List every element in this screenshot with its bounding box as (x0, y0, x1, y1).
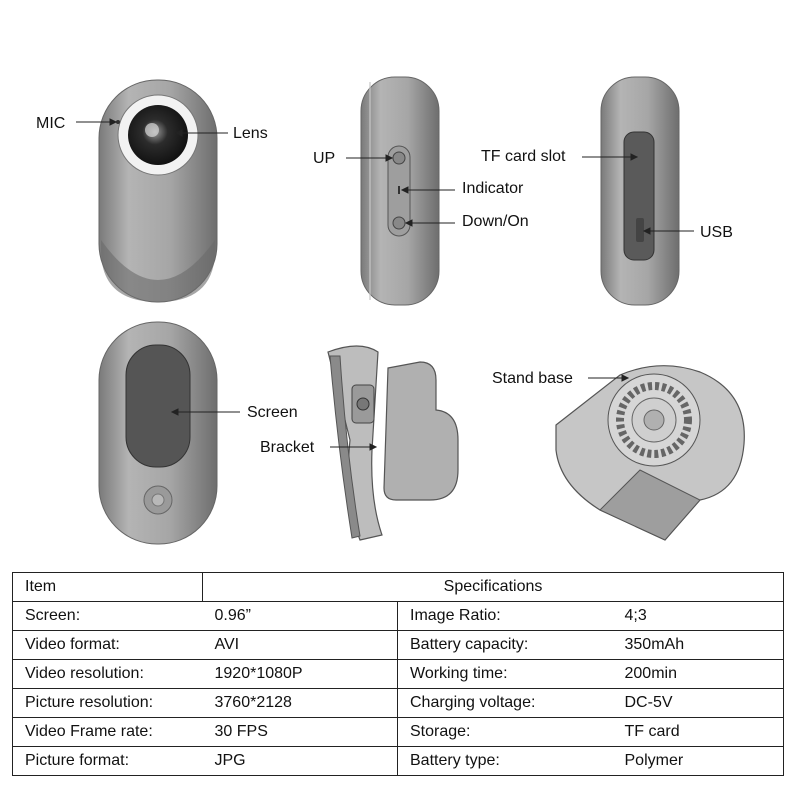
table-row: Video resolution: 1920*1080P Working tim… (12, 659, 785, 689)
spec-label: Storage: (397, 717, 613, 747)
spec-label: Video Frame rate: (12, 717, 203, 747)
header-item: Item (12, 572, 203, 602)
callout-bracket: Bracket (260, 439, 315, 456)
product-diagram: MIC Lens UP Indicator Down/On TF card sl… (36, 76, 745, 545)
spec-label: Image Ratio: (397, 601, 613, 631)
callout-indicator: Indicator (462, 180, 524, 197)
up-button-icon (392, 151, 406, 165)
spec-value: 30 FPS (202, 717, 398, 747)
table-row: Screen: 0.96” Image Ratio: 4;3 (12, 601, 785, 631)
spec-label: Charging voltage: (397, 688, 613, 718)
spec-value: 200min (612, 659, 785, 689)
callout-lens: Lens (233, 125, 268, 142)
spec-value: JPG (202, 746, 398, 776)
usb-port (636, 218, 644, 242)
table-row: Picture resolution: 3760*2128 Charging v… (12, 688, 785, 718)
table-row: Picture format: JPG Battery type: Polyme… (12, 746, 785, 776)
spec-value: 350mAh (612, 630, 785, 660)
specifications-table: Item Specifications Screen: 0.96” Image … (12, 572, 785, 776)
mic-hole (116, 120, 120, 124)
callout-stand-base: Stand base (492, 370, 573, 387)
spec-label: Video resolution: (12, 659, 203, 689)
spec-value: TF card (612, 717, 785, 747)
spec-value: AVI (202, 630, 398, 660)
spec-value: 4;3 (612, 601, 785, 631)
spec-label: Picture resolution: (12, 688, 203, 718)
screen-display (125, 344, 191, 468)
header-specifications: Specifications (201, 572, 785, 602)
callout-down-on: Down/On (462, 213, 529, 230)
callout-screen: Screen (247, 404, 298, 421)
camera-back-view (98, 321, 218, 545)
callout-mic: MIC (36, 115, 65, 132)
spec-value: DC-5V (612, 688, 785, 718)
spec-label: Screen: (12, 601, 203, 631)
down-on-button-icon (392, 216, 406, 230)
spec-value: 3760*2128 (202, 688, 398, 718)
camera-side-view (360, 76, 440, 306)
stand-base (555, 365, 745, 541)
tf-card-slot (623, 131, 655, 261)
callout-usb: USB (700, 224, 733, 241)
table-row: Video format: AVI Battery capacity: 350m… (12, 630, 785, 660)
spec-label: Battery type: (397, 746, 613, 776)
spec-value: 0.96” (202, 601, 398, 631)
callout-up: UP (313, 150, 335, 167)
spec-label: Battery capacity: (397, 630, 613, 660)
camera-port-side-view (600, 76, 680, 306)
spec-label: Video format: (12, 630, 203, 660)
spec-value: 1920*1080P (202, 659, 398, 689)
callout-leaders (76, 118, 694, 451)
table-header-row: Item Specifications (12, 572, 785, 602)
table-row: Video Frame rate: 30 FPS Storage: TF car… (12, 717, 785, 747)
camera-front-view (98, 79, 218, 303)
spec-label: Picture format: (12, 746, 203, 776)
spec-value: Polymer (612, 746, 785, 776)
spec-label: Working time: (397, 659, 613, 689)
callout-tf-card-slot: TF card slot (481, 148, 566, 165)
bracket-clip (327, 345, 459, 541)
